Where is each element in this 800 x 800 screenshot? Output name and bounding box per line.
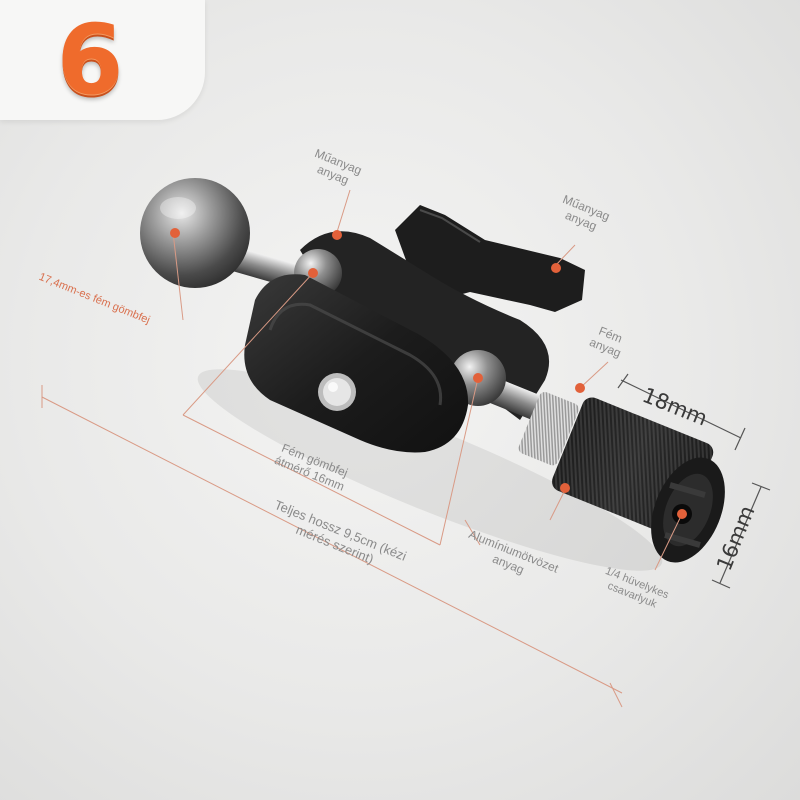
marker-ball-head [170, 228, 180, 238]
marker-small-ball [308, 268, 318, 278]
corner-badge: 6 [0, 0, 205, 120]
marker-aluminium [560, 483, 570, 493]
knurled-collar [518, 392, 579, 466]
marker-metal [575, 383, 585, 393]
markers [170, 228, 687, 519]
product-shadow [197, 369, 663, 571]
guide-lines [41, 189, 683, 708]
body-front [244, 274, 469, 453]
marker-plastic-top [332, 230, 342, 240]
ball-head [140, 178, 250, 288]
dimension-lines [617, 373, 771, 589]
marker-small-ball-lower [473, 373, 483, 383]
badge-number: 6 [56, 4, 124, 116]
marker-screw-hole [677, 509, 687, 519]
marker-plastic-lever [551, 263, 561, 273]
